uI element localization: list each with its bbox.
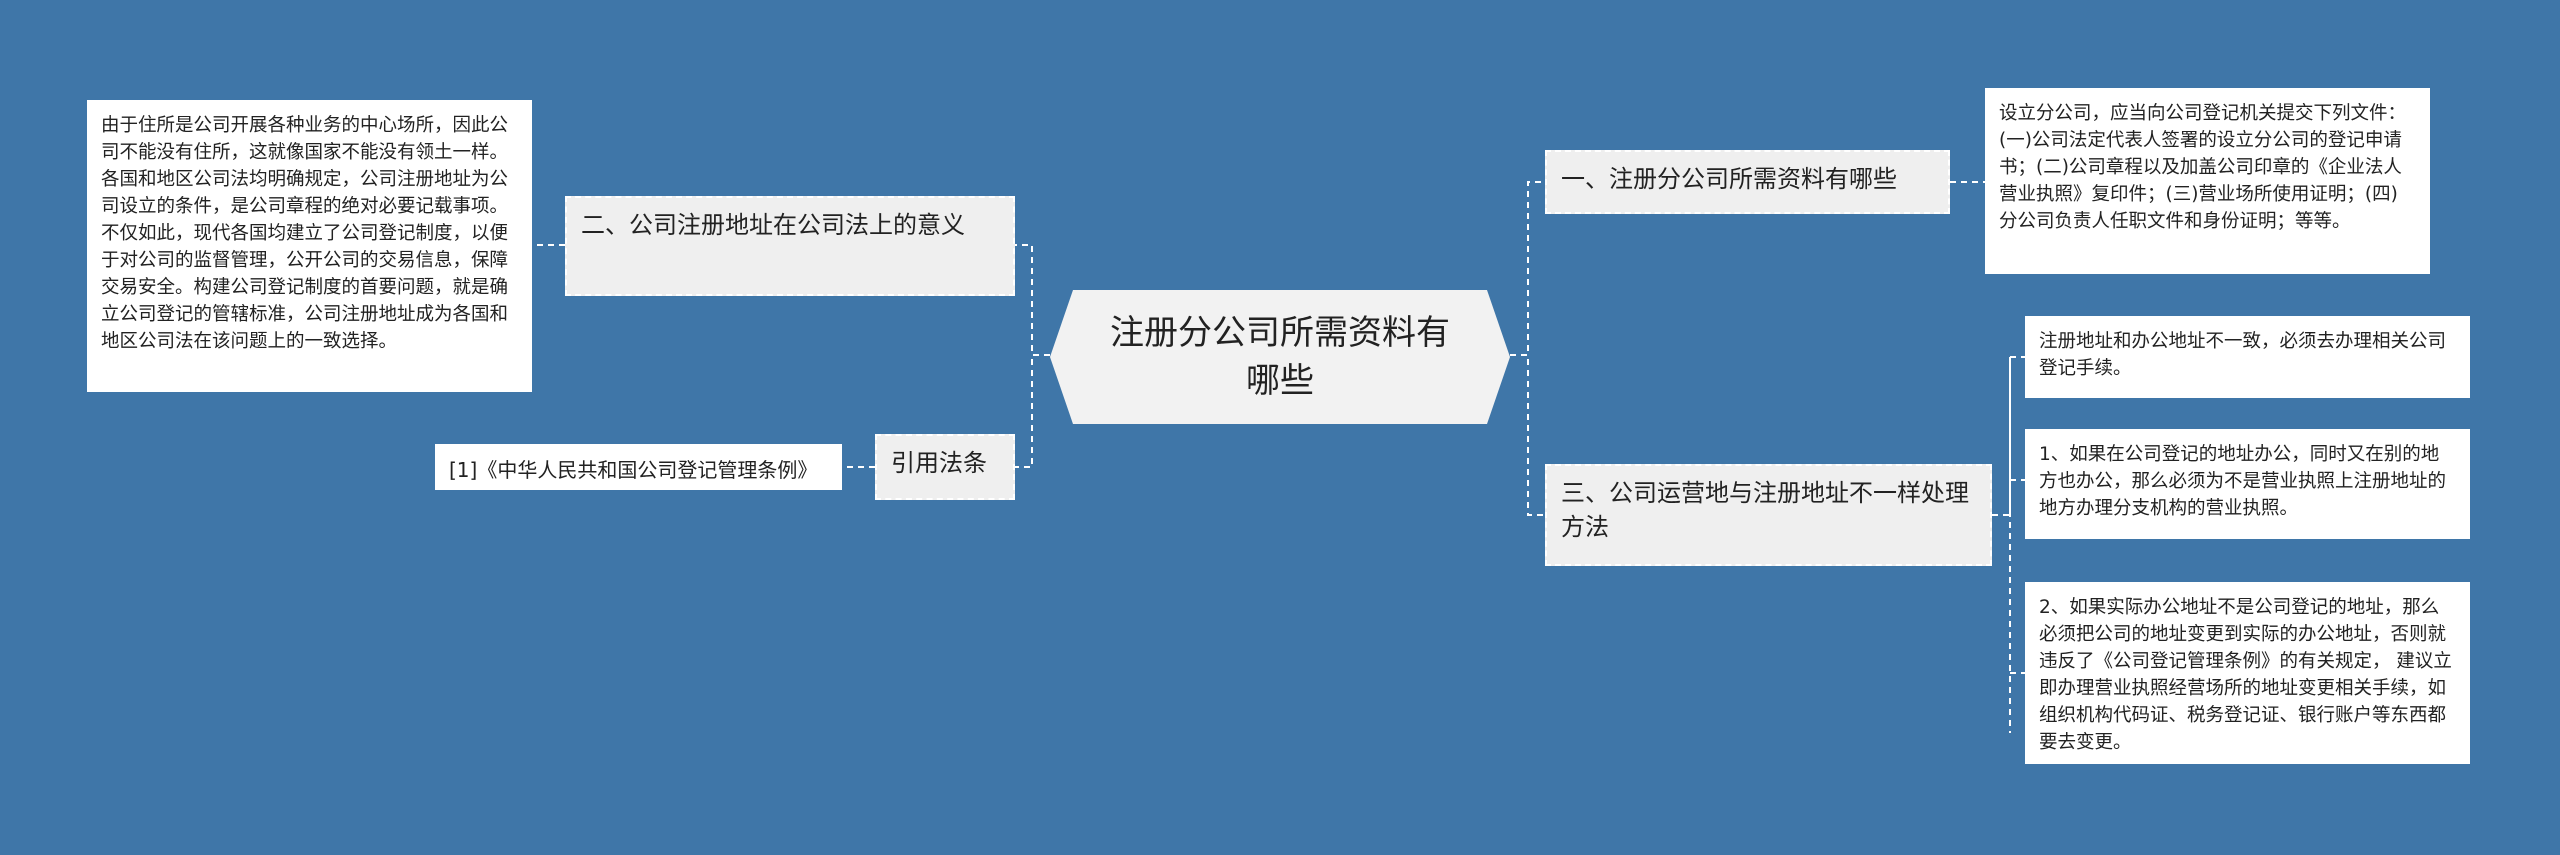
branch-address-mismatch-handling[interactable]: 三、公司运营地与注册地址不一样处理方法 (1545, 464, 1992, 566)
branch-required-documents[interactable]: 一、注册分公司所需资料有哪些 (1545, 150, 1950, 214)
connector-root-b4 (1015, 354, 1050, 468)
leaf-registered-address-detail[interactable]: 由于住所是公司开展各种业务的中心场所，因此公司不能没有住所，这就像国家不能没有领… (87, 100, 532, 392)
leaf-mismatch-option-2[interactable]: 2、如果实际办公地址不是公司登记的地址，那么必须把公司的地址变更到实际的办公地址… (2025, 582, 2470, 764)
leaf-mismatch-option-1[interactable]: 1、如果在公司登记的地址办公，同时又在别的地方也办公，那么必须为不是营业执照上注… (2025, 429, 2470, 539)
connector-root-b2 (1015, 244, 1050, 356)
branch-registered-address-meaning[interactable]: 二、公司注册地址在公司法上的意义 (565, 196, 1015, 296)
connector-b3-leaves (1992, 356, 2025, 733)
leaf-mismatch-requirement[interactable]: 注册地址和办公地址不一致，必须去办理相关公司登记手续。 (2025, 316, 2470, 398)
connector-root-b1 (1510, 181, 1545, 356)
leaf-cited-law-reference[interactable]: [1]《中华人民共和国公司登记管理条例》 (435, 444, 842, 490)
root-topic[interactable]: 注册分公司所需资料有哪些 (1050, 290, 1510, 424)
branch-cited-laws[interactable]: 引用法条 (875, 434, 1015, 500)
leaf-required-documents-detail[interactable]: 设立分公司，应当向公司登记机关提交下列文件：(一)公司法定代表人签署的设立分公司… (1985, 88, 2430, 274)
connector-root-b3 (1510, 354, 1545, 516)
